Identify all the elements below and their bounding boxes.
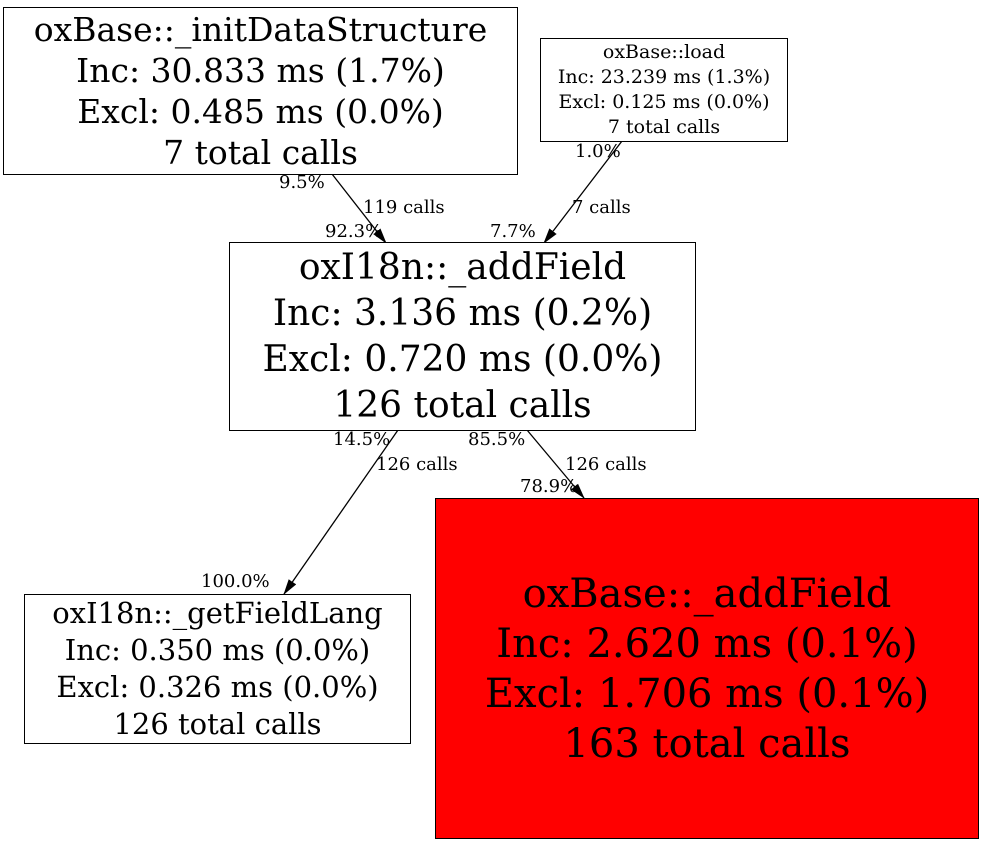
node-total-calls: 126 total calls [333,384,592,426]
edge-arrow-load-to-i18n-addfield [543,140,623,244]
edge-calls-label: 126 calls [565,454,647,475]
node-inclusive-time: Inc: 0.350 ms (0.0%) [64,633,371,667]
node-exclusive-time: Excl: 0.485 ms (0.0%) [77,92,444,131]
node-exclusive-time: Excl: 0.125 ms (0.0%) [558,91,770,113]
edge-source-percent-label: 85.5% [468,429,526,450]
node-title: oxBase::_initDataStructure [33,10,488,49]
node-oxbase-load: oxBase::load Inc: 23.239 ms (1.3%) Excl:… [540,38,788,142]
edge-source-percent-label: 1.0% [575,141,621,162]
edge-target-percent-label: 92.3% [325,221,383,242]
node-oxi18n-get-field-lang: oxI18n::_getFieldLang Inc: 0.350 ms (0.0… [24,594,411,744]
node-inclusive-time: Inc: 30.833 ms (1.7%) [76,51,445,90]
node-exclusive-time: Excl: 1.706 ms (0.1%) [484,670,930,717]
edge-target-percent-label: 100.0% [201,571,270,592]
edge-source-percent-label: 14.5% [333,429,391,450]
edge-arrow-i18n-addfield-to-getfieldlang [283,429,399,595]
node-oxbase-add-field: oxBase::_addField Inc: 2.620 ms (0.1%) E… [435,498,979,839]
node-total-calls: 7 total calls [163,133,358,172]
node-title: oxBase::_addField [522,570,892,617]
node-title: oxBase::load [602,41,726,63]
edge-target-percent-label: 7.7% [490,221,536,242]
edge-source-percent-label: 9.5% [279,172,325,193]
edge-calls-label: 119 calls [363,197,445,218]
node-total-calls: 7 total calls [607,116,721,138]
node-total-calls: 163 total calls [563,720,851,767]
node-title: oxI18n::_getFieldLang [52,596,383,630]
node-exclusive-time: Excl: 0.326 ms (0.0%) [56,670,379,704]
node-oxbase-init-data-structure: oxBase::_initDataStructure Inc: 30.833 m… [3,7,518,175]
node-exclusive-time: Excl: 0.720 ms (0.0%) [262,338,663,380]
node-inclusive-time: Inc: 2.620 ms (0.1%) [496,620,918,667]
edge-arrow-i18n-addfield-to-base-addfield [526,429,585,499]
node-title: oxI18n::_addField [298,246,627,288]
edge-calls-label: 7 calls [572,197,631,218]
edge-calls-label: 126 calls [376,454,458,475]
edge-arrow-initdatastructure-to-i18n-addfield [331,173,387,244]
node-inclusive-time: Inc: 3.136 ms (0.2%) [272,292,653,334]
node-total-calls: 126 total calls [113,707,322,741]
edge-target-percent-label: 78.9% [520,476,578,497]
node-oxi18n-add-field: oxI18n::_addField Inc: 3.136 ms (0.2%) E… [229,242,696,431]
node-inclusive-time: Inc: 23.239 ms (1.3%) [557,66,771,88]
